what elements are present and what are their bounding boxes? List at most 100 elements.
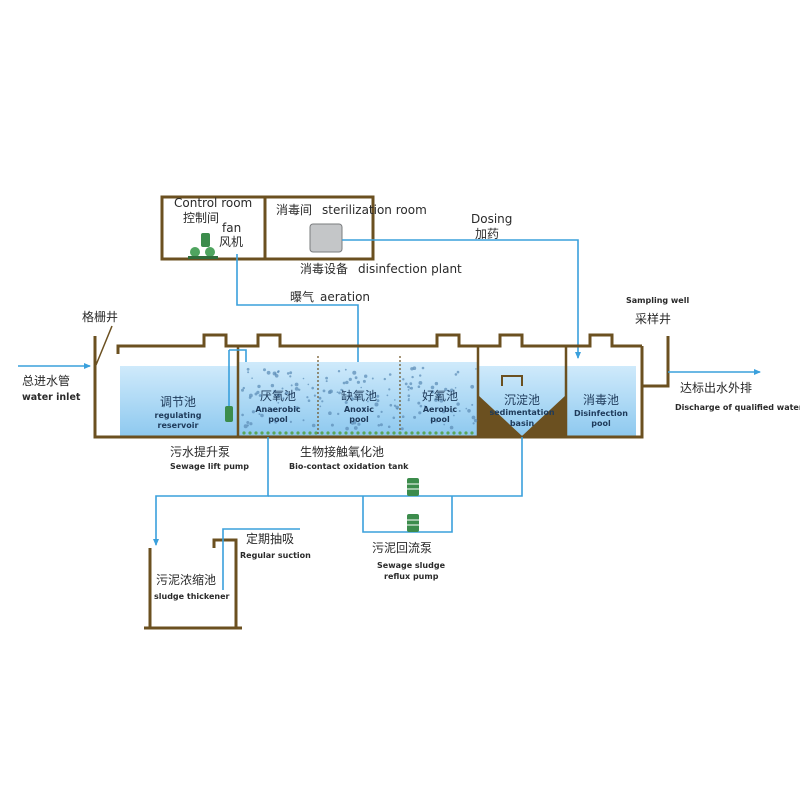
bubble — [419, 404, 423, 408]
bubble — [289, 375, 292, 378]
bubble — [417, 385, 421, 389]
bio-contact-tank: 生物接触氧化池 Bio-contact oxidation tank — [289, 444, 409, 471]
aerator-diffuser — [434, 431, 438, 435]
aerator-diffuser — [290, 431, 294, 435]
sludge-thickener-label-en: sludge thickener — [154, 592, 230, 601]
bubble — [350, 397, 354, 401]
bubble — [400, 427, 404, 431]
bubble — [319, 405, 322, 408]
aerator-diffuser — [398, 431, 402, 435]
bubble — [411, 375, 414, 379]
bubble — [345, 380, 349, 385]
bubble — [357, 422, 361, 426]
sedimentation-hopper — [478, 395, 566, 436]
disinfection-label-en-2: pool — [591, 419, 611, 428]
bubble — [352, 370, 357, 375]
tank-anoxic: 缺氧池 Anoxic pool — [341, 388, 377, 424]
bubble — [270, 383, 275, 388]
bubble — [325, 380, 328, 383]
bubble — [289, 420, 292, 423]
aerator-diffuser — [356, 431, 360, 435]
discharge-label-en: Discharge of qualified water — [675, 403, 800, 412]
building — [160, 195, 375, 261]
grille-screen-icon — [95, 325, 113, 366]
aerator-diffuser — [410, 431, 414, 435]
bubble — [337, 412, 340, 416]
aerator-diffuser — [242, 431, 246, 435]
aerator-diffuser — [428, 431, 432, 435]
aerator-diffuser — [368, 431, 372, 435]
sludge-thickener: 污泥浓缩池 sludge thickener — [144, 528, 300, 630]
water-inlet: 总进水管 water inlet — [18, 363, 91, 403]
bubble — [277, 401, 280, 404]
fan-label-zh: 风机 — [219, 235, 243, 249]
bubble — [340, 388, 343, 392]
regular-suction: 定期抽吸 Regular suction — [240, 531, 311, 560]
bubble — [273, 390, 276, 393]
bubble — [306, 396, 309, 399]
sterilization-room-label-en: sterilization room — [322, 203, 427, 217]
bubble — [470, 384, 475, 389]
bubble — [473, 418, 478, 423]
aerator-diffuser — [332, 431, 336, 435]
bubble — [311, 423, 316, 428]
bubble — [251, 410, 255, 414]
bubble — [258, 394, 262, 397]
bubble — [286, 372, 290, 375]
aerobic-label-en-1: Aerobic — [423, 405, 458, 414]
aerator-diffuser — [338, 431, 342, 435]
bubble — [435, 420, 437, 423]
aeration-label-en: aeration — [320, 290, 370, 304]
bubble — [450, 388, 454, 392]
sewage-lift-pump-label-en: Sewage lift pump — [170, 462, 249, 471]
bubble — [377, 415, 380, 418]
aerator-diffuser — [302, 431, 306, 435]
bubble — [402, 378, 405, 381]
bubble — [430, 385, 435, 390]
bubble — [456, 402, 460, 406]
bubble — [311, 386, 315, 390]
sampling-well-label-zh: 采样井 — [635, 311, 671, 326]
bubble — [407, 399, 410, 402]
aerobic-label-zh: 好氧池 — [422, 389, 458, 403]
bubble — [294, 382, 299, 387]
aerator-diffuser — [278, 431, 282, 435]
disinfection-water — [568, 366, 636, 436]
bubble — [450, 410, 453, 413]
bubble — [354, 376, 358, 380]
grille-well: 格栅井 — [82, 309, 118, 366]
bubble — [465, 407, 468, 410]
bubble — [389, 403, 393, 407]
bubble — [325, 376, 328, 380]
bubble — [367, 400, 369, 403]
bubble — [458, 410, 461, 412]
bubble — [421, 366, 425, 370]
bubble — [342, 381, 346, 385]
bubble — [338, 391, 341, 395]
bubble — [246, 367, 250, 371]
bubble — [263, 368, 266, 372]
aerator-diffuser — [320, 431, 324, 435]
bubble — [371, 377, 374, 380]
aerator-diffuser — [248, 431, 252, 435]
bubble — [258, 413, 261, 416]
sewage-lift-pump-label-zh: 污水提升泵 — [170, 444, 230, 459]
aerator-diffuser — [272, 431, 276, 435]
bubble — [351, 421, 354, 425]
bubble — [274, 420, 278, 424]
control-room: Control room 控制间 fan 风机 — [174, 196, 252, 259]
bubble — [321, 400, 324, 403]
bubble — [260, 413, 264, 418]
bubble — [453, 414, 455, 417]
bubble — [376, 399, 380, 403]
bubble — [243, 424, 248, 429]
aerator-diffuser — [284, 431, 288, 435]
bubble — [256, 390, 260, 394]
bubble — [434, 381, 439, 386]
bio-contact-label-en: Bio-contact oxidation tank — [289, 462, 409, 471]
aerator-diffuser — [254, 431, 258, 435]
bubble — [302, 419, 305, 422]
bubble — [289, 371, 293, 375]
bubble — [377, 424, 381, 427]
sampling-well-label-en: Sampling well — [626, 296, 689, 305]
